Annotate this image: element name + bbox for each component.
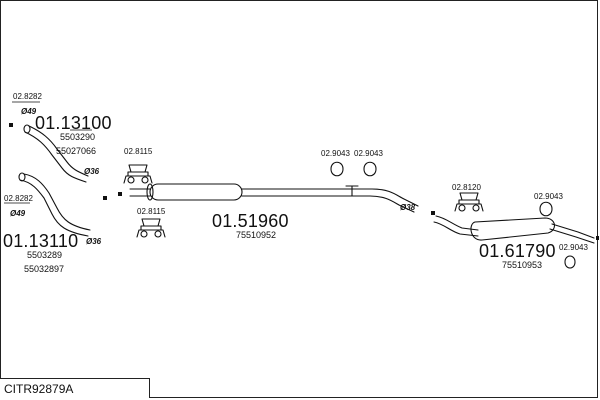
mount-ring-6 — [539, 201, 553, 217]
rear-silencer-drawing — [433, 215, 595, 244]
front-pipe-upper-diameter: Ø36 — [84, 167, 100, 176]
clamp-marker — [103, 196, 107, 200]
mount-4-part-number: 02.9043 — [354, 149, 383, 158]
middle-silencer-part-number: 01.51960 — [212, 211, 289, 231]
gasket-size-lower: Ø49 — [10, 209, 26, 218]
mount-6-part-number: 02.9043 — [534, 192, 563, 201]
front-pipe-lower-diameter: Ø36 — [86, 237, 102, 246]
front-pipe-upper-part-number: 01.13100 — [35, 113, 112, 133]
mount-ring-7 — [564, 255, 576, 269]
mount-hanger-1 — [123, 164, 153, 184]
front-pipe-lower-ref-2: 55032897 — [24, 264, 65, 274]
mount-ring-4 — [363, 161, 377, 177]
clamp-marker — [596, 236, 599, 240]
gasket-number-lower: 02.8282 — [4, 194, 33, 203]
gasket-number-upper: 02.8282 — [13, 92, 42, 101]
clamp-marker — [118, 192, 122, 196]
mount-ring-3 — [330, 161, 344, 177]
front-pipe-lower-ref-1: 5503289 — [27, 250, 63, 260]
front-pipe-lower-part-number: 01.13110 — [3, 231, 79, 251]
mount-hanger-5 — [454, 192, 484, 212]
mount-7-part-number: 02.9043 — [559, 243, 588, 252]
front-pipe-lower-drawing — [18, 172, 91, 237]
rear-silencer-ref: 75510953 — [502, 260, 543, 270]
clamp-marker — [431, 211, 435, 215]
middle-silencer-drawing — [129, 183, 419, 213]
sheet-code-box: CITR92879A — [0, 378, 150, 398]
gasket-size-upper: Ø49 — [21, 107, 37, 116]
front-pipe-upper-ref-1: 5503290 — [60, 132, 96, 142]
mount-2-part-number: 02.8115 — [137, 207, 166, 216]
sheet-code: CITR92879A — [4, 382, 74, 396]
mount-hanger-2 — [136, 218, 166, 238]
mount-3-part-number: 02.9043 — [321, 149, 350, 158]
front-pipe-upper-drawing — [23, 124, 89, 183]
rear-silencer-part-number: 01.61790 — [479, 241, 556, 261]
middle-silencer-ref: 75510952 — [236, 230, 277, 240]
clamp-marker — [9, 123, 13, 127]
front-pipe-upper-ref-2: 55027066 — [56, 146, 97, 156]
mount-5-part-number: 02.8120 — [452, 183, 481, 192]
mount-1-part-number: 02.8115 — [124, 147, 153, 156]
middle-pipe-diameter: Ø38 — [400, 203, 416, 212]
